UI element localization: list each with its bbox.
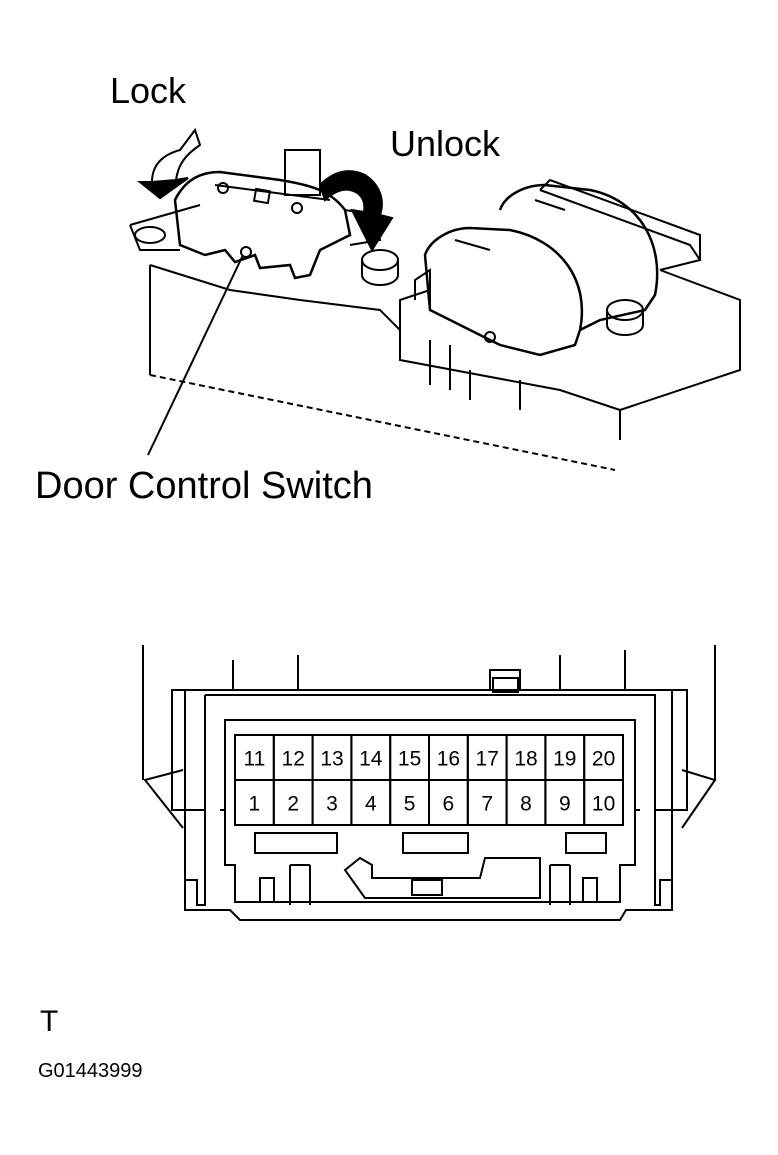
pin-number: 10 xyxy=(592,793,615,816)
pin-number: 1 xyxy=(249,793,261,816)
pin-number: 11 xyxy=(243,748,265,771)
window-switches xyxy=(414,183,659,357)
key-slot-center xyxy=(402,832,469,854)
pin-number: 13 xyxy=(320,748,343,771)
pin-number: 2 xyxy=(287,793,299,816)
pin-number: 12 xyxy=(282,748,305,771)
lock-arrow-icon xyxy=(137,127,202,200)
pin-number: 7 xyxy=(481,793,493,816)
part-leader-line xyxy=(147,254,244,456)
unlock-label: Unlock xyxy=(390,123,501,164)
figure-code: G01443999 xyxy=(38,1060,143,1082)
pin-number: 9 xyxy=(559,793,571,816)
pin-number: 5 xyxy=(404,793,416,816)
base-panel xyxy=(129,149,741,471)
pin-number: 6 xyxy=(443,793,455,816)
key-slot-right xyxy=(565,832,607,854)
lock-label: Lock xyxy=(110,70,187,111)
pin-number: 19 xyxy=(553,748,576,771)
part-name-label: Door Control Switch xyxy=(35,465,373,507)
pin-number: 3 xyxy=(326,793,338,816)
connector-side-label: T xyxy=(40,1005,59,1038)
pin-number: 18 xyxy=(514,748,537,771)
unlock-arrow-icon xyxy=(318,170,394,253)
pin-cell xyxy=(583,779,625,826)
pin-number: 17 xyxy=(476,748,499,771)
pin-number: 15 xyxy=(398,748,421,771)
pin-number: 16 xyxy=(437,748,460,771)
lock-tab xyxy=(492,677,519,693)
pin-number: 14 xyxy=(359,748,383,771)
pin-number: 8 xyxy=(520,793,532,816)
left-side-tab xyxy=(143,769,184,829)
pin-number: 20 xyxy=(592,748,615,771)
key-slot-left xyxy=(254,832,338,854)
pin-number: 4 xyxy=(365,793,377,816)
switch-assembly-illustration xyxy=(129,127,741,471)
connector-housing xyxy=(171,689,688,921)
